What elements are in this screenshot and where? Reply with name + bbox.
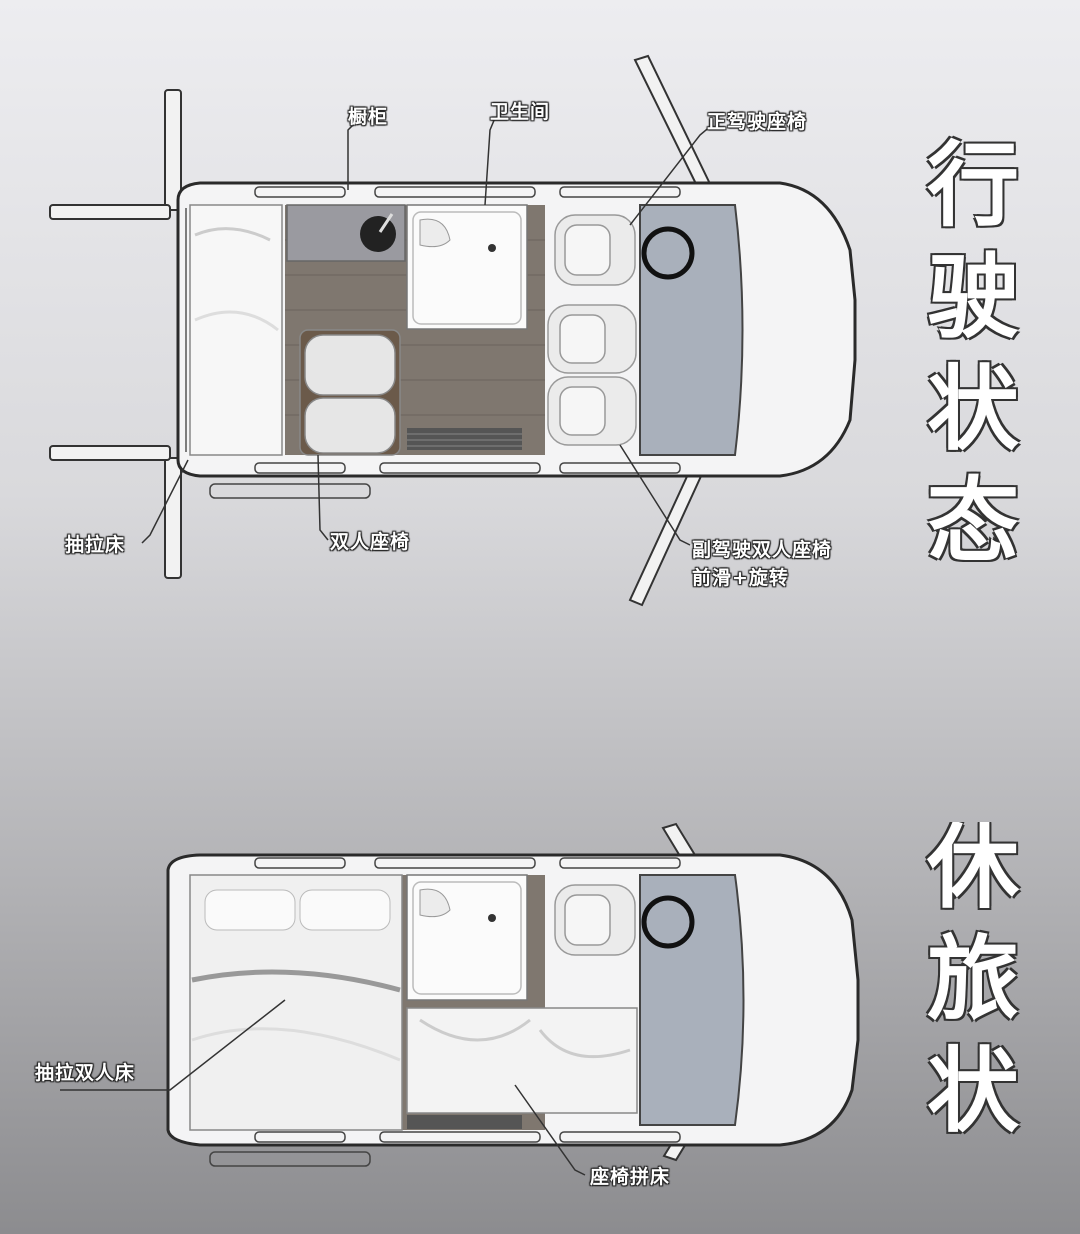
- driver-seat-label: 正驾驶座椅: [707, 111, 808, 133]
- double-seat-label: 双人座椅: [330, 531, 411, 553]
- cabinet-label: 橱柜: [348, 106, 389, 128]
- rear-door-bottom: [49, 445, 182, 579]
- title-char: 状: [926, 1038, 1019, 1145]
- travel-state-title: 休 旅 状 态: [918, 822, 1028, 1150]
- title-char: 行: [926, 132, 1019, 239]
- title-char: 休: [926, 822, 1019, 921]
- pullout-double-bed-label: 抽拉双人床: [35, 1062, 136, 1084]
- seat-bed: [406, 1007, 638, 1114]
- pullout-bed: [189, 204, 283, 456]
- steering-wheel: [641, 226, 695, 280]
- seat-bed-label: 座椅拼床: [590, 1166, 671, 1188]
- pullout-bed-label: 抽拉床: [65, 534, 126, 556]
- title-char: 旅: [926, 926, 1019, 1033]
- dashboard: [639, 204, 744, 456]
- driving-state-title: 行 驶 状 态: [918, 140, 1028, 588]
- van-plan-driving: [49, 54, 857, 607]
- title-char: 态: [926, 468, 1019, 575]
- double-seat: [299, 329, 401, 456]
- driver-seat: [554, 214, 636, 286]
- passenger-seat-sublabel: 前滑+旋转: [692, 567, 789, 589]
- rear-door-top: [49, 89, 182, 220]
- passenger-seat-label: 副驾驶双人座椅: [692, 539, 833, 561]
- title-char: 驶: [926, 244, 1019, 351]
- title-char: 状: [926, 356, 1019, 463]
- bathroom-label: 卫生间: [490, 101, 551, 123]
- passenger-double-seat: [547, 304, 637, 446]
- sink: [360, 216, 396, 252]
